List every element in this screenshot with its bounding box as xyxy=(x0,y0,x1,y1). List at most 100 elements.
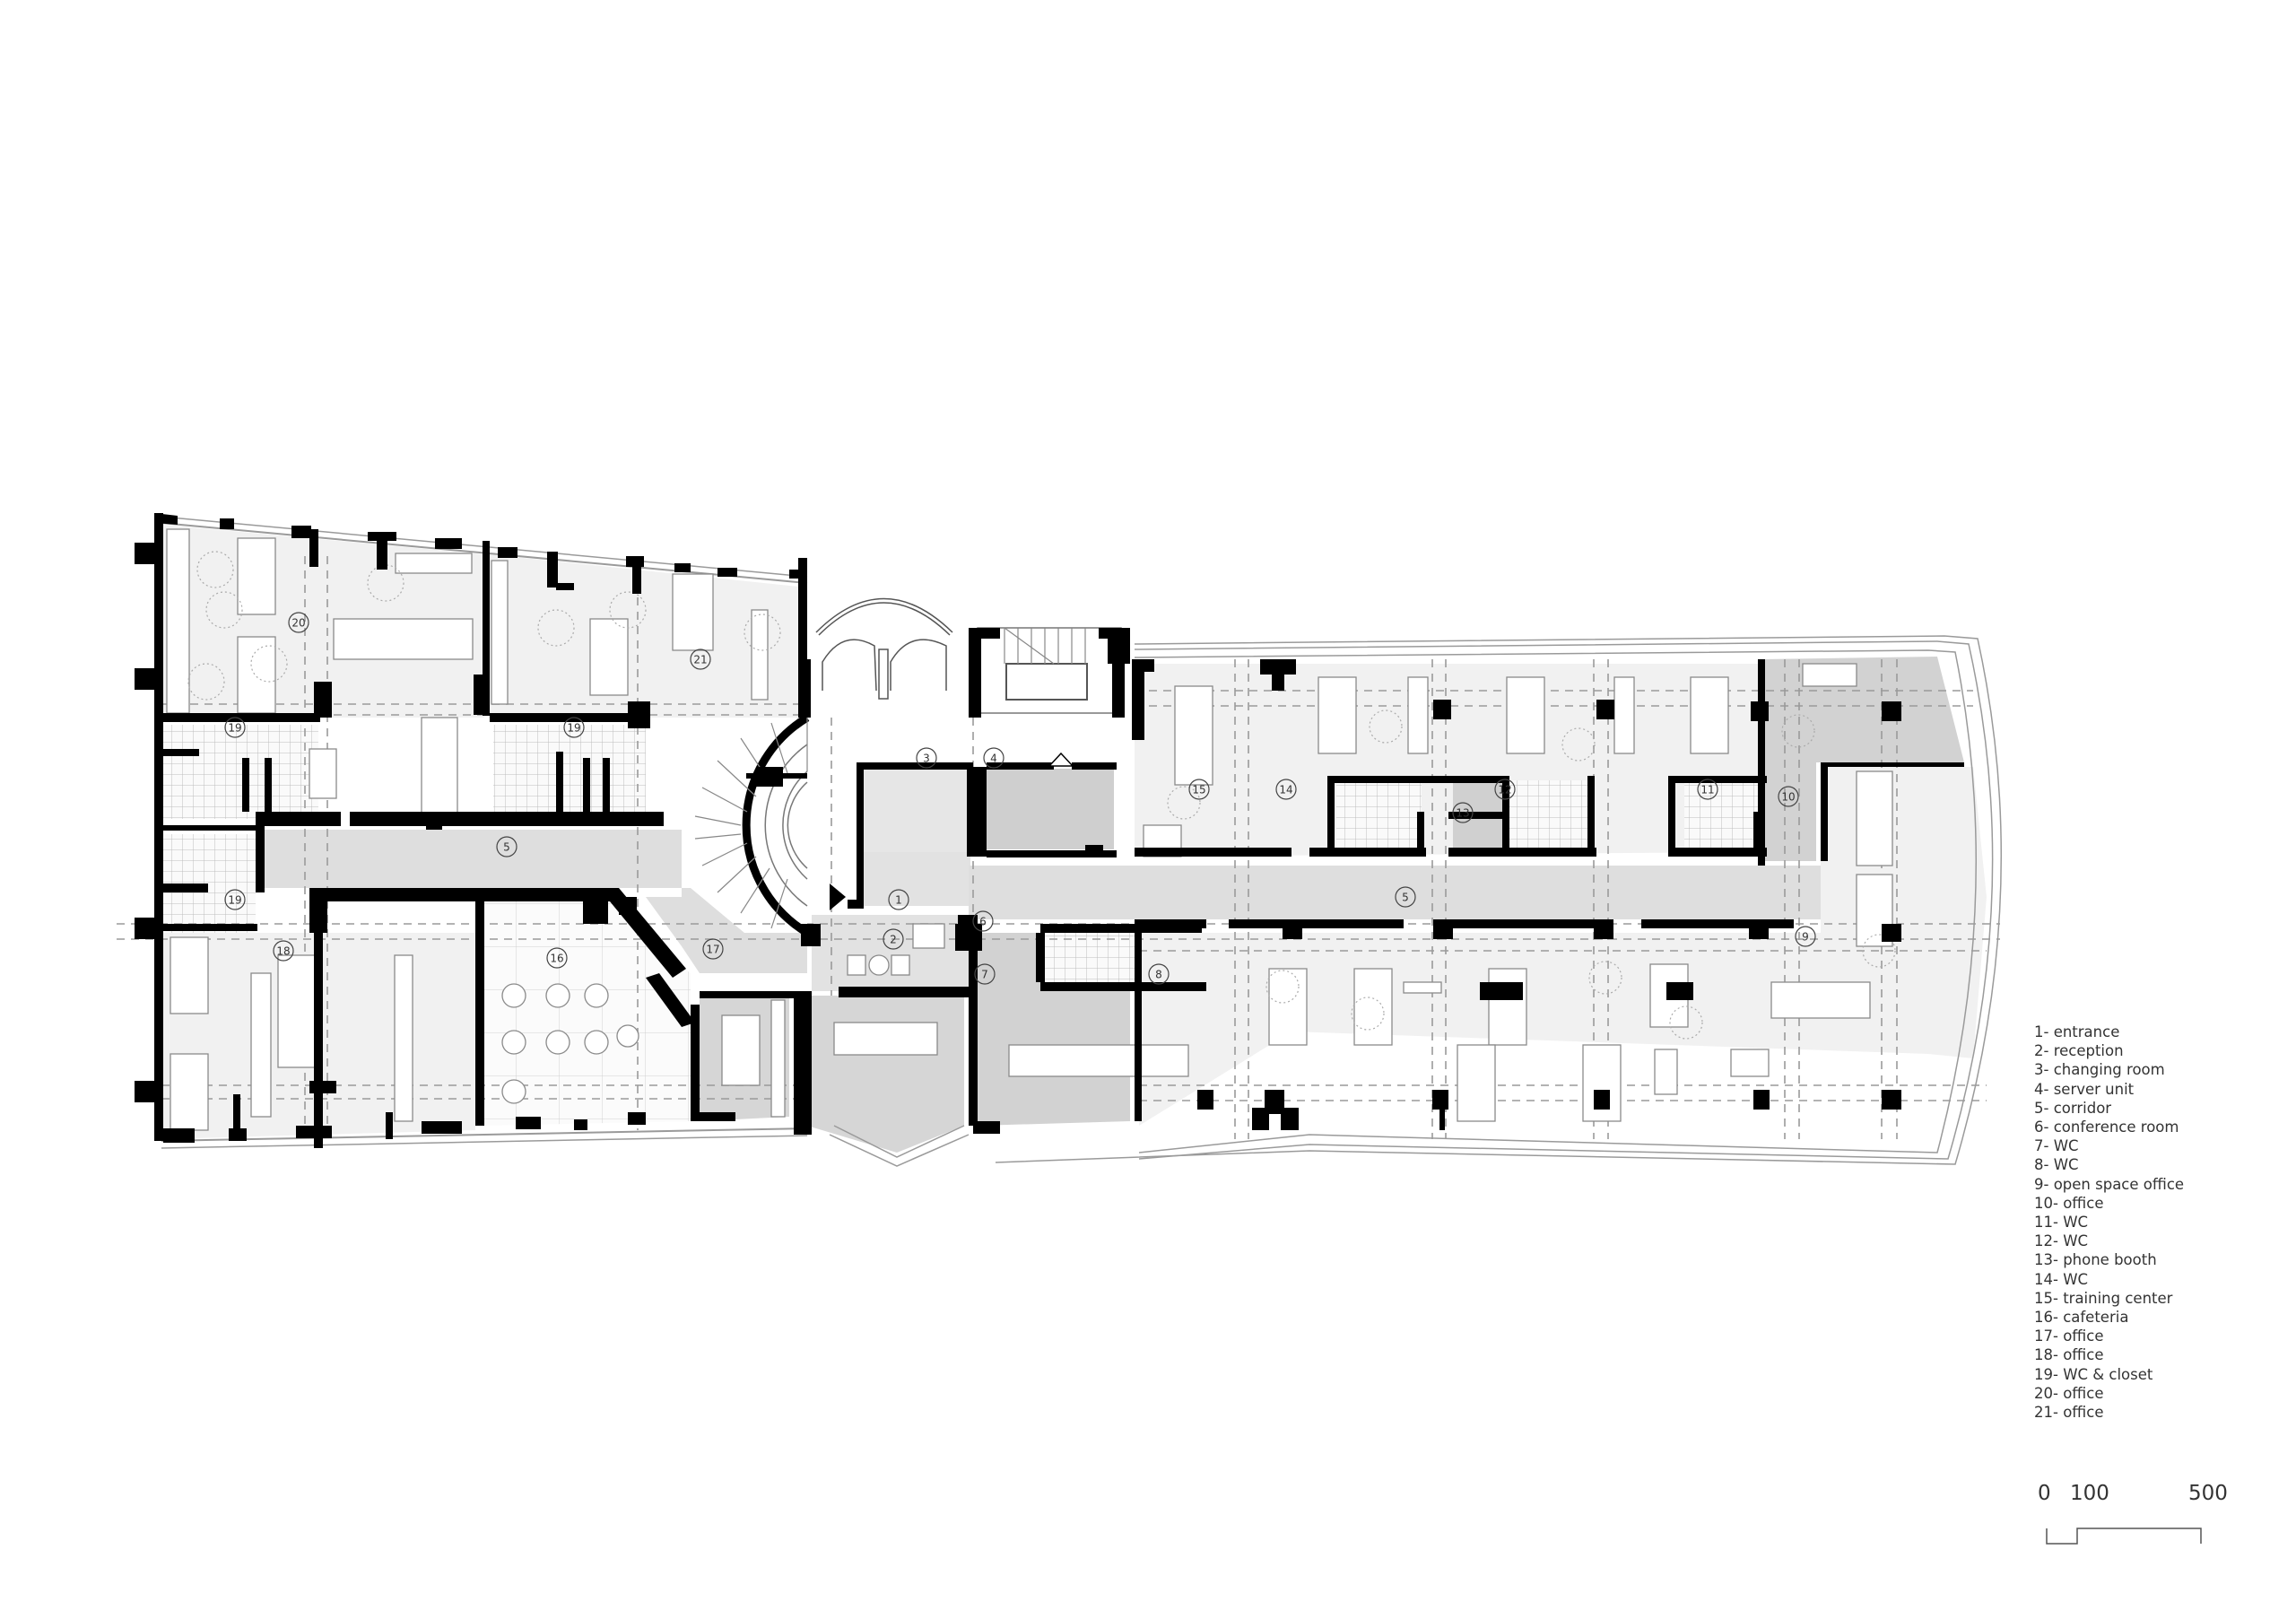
entrance-arrow-icon xyxy=(830,883,846,910)
svg-text:5: 5 xyxy=(1402,892,1409,904)
scale-label-0: 0 xyxy=(2038,1482,2051,1505)
legend-item-21: 21- office xyxy=(2034,1404,2104,1422)
corridor-west-floor xyxy=(256,830,807,973)
room-7-floor xyxy=(1040,933,1139,987)
room-marker-5b: 5 xyxy=(1395,886,1416,908)
room-marker-1: 1 xyxy=(888,889,909,910)
room-marker-11: 11 xyxy=(1697,779,1718,800)
room-16-floor xyxy=(484,897,691,1126)
svg-text:16: 16 xyxy=(550,953,563,965)
svg-text:4: 4 xyxy=(990,753,997,765)
svg-text:2: 2 xyxy=(890,934,897,946)
room-marker-19b: 19 xyxy=(563,717,585,738)
legend-item-3: 3- changing room xyxy=(2034,1061,2165,1079)
svg-text:15: 15 xyxy=(1192,784,1205,796)
legend-item-17: 17- office xyxy=(2034,1327,2104,1345)
room-marker-10: 10 xyxy=(1778,786,1799,807)
room-marker-13: 13 xyxy=(1452,802,1474,823)
room-marker-17: 17 xyxy=(702,938,724,960)
room-marker-3: 3 xyxy=(916,747,937,769)
room-marker-19c: 19 xyxy=(224,889,246,910)
room-marker-4: 4 xyxy=(983,747,1004,769)
scale-bar-line xyxy=(2046,1528,2202,1545)
svg-text:8: 8 xyxy=(1155,969,1162,981)
legend-item-4: 4- server unit xyxy=(2034,1080,2135,1098)
svg-text:7: 7 xyxy=(981,969,988,981)
svg-text:3: 3 xyxy=(923,753,930,765)
svg-text:14: 14 xyxy=(1279,784,1292,796)
room-marker-8: 8 xyxy=(1148,963,1170,985)
legend-item-11: 11- WC xyxy=(2034,1214,2089,1232)
legend-item-7: 7- WC xyxy=(2034,1137,2079,1155)
room-marker-18: 18 xyxy=(273,940,294,962)
legend-item-13: 13- phone booth xyxy=(2034,1251,2157,1269)
room-marker-16: 16 xyxy=(546,947,568,969)
circulation-circles xyxy=(187,551,1896,1040)
svg-text:19: 19 xyxy=(567,722,580,735)
room-marker-2: 2 xyxy=(883,928,904,950)
room-1-floor xyxy=(858,852,970,906)
svg-text:18: 18 xyxy=(276,945,290,958)
room-marker-20: 20 xyxy=(288,612,309,633)
conference-south-floor xyxy=(807,996,964,1153)
legend-item-6: 6- conference room xyxy=(2034,1119,2179,1136)
scale-label-100: 100 xyxy=(2070,1482,2109,1505)
legend-item-20: 20- office xyxy=(2034,1384,2104,1402)
svg-text:11: 11 xyxy=(1700,784,1714,796)
room-4-floor xyxy=(987,769,1114,849)
room-21-floor xyxy=(489,554,807,718)
room-19b-floor xyxy=(493,725,646,819)
legend-item-12: 12- WC xyxy=(2034,1232,2089,1250)
walls xyxy=(135,513,1964,1148)
room-marker-5a: 5 xyxy=(496,836,517,857)
svg-text:19: 19 xyxy=(228,894,241,907)
svg-text:6: 6 xyxy=(979,916,987,928)
scale-label-500: 500 xyxy=(2188,1482,2228,1505)
legend-item-1: 1- entrance xyxy=(2034,1023,2120,1040)
legend-item-2: 2- reception xyxy=(2034,1042,2124,1060)
svg-text:17: 17 xyxy=(706,944,719,956)
room-9-floor xyxy=(1139,767,1987,1126)
legend-item-16: 16- cafeteria xyxy=(2034,1309,2129,1327)
svg-text:13: 13 xyxy=(1456,807,1469,820)
room-marker-19a: 19 xyxy=(224,717,246,738)
svg-text:1: 1 xyxy=(895,894,902,907)
corridor-east-floor xyxy=(969,866,1830,919)
spiral-staircase xyxy=(694,714,810,936)
legend-item-18: 18- office xyxy=(2034,1346,2104,1364)
svg-text:19: 19 xyxy=(228,722,241,735)
svg-text:20: 20 xyxy=(291,617,305,630)
legend-item-9: 9- open space office xyxy=(2034,1175,2185,1193)
room-14-floor xyxy=(1336,780,1422,852)
furniture xyxy=(166,528,1893,1131)
room-marker-14: 14 xyxy=(1275,779,1297,800)
room-marker-15: 15 xyxy=(1188,779,1210,800)
room-marker-6: 6 xyxy=(972,910,994,932)
facade-lines xyxy=(161,516,2002,1167)
svg-text:12: 12 xyxy=(1498,784,1511,796)
legend-item-10: 10- office xyxy=(2034,1194,2104,1212)
svg-text:21: 21 xyxy=(693,654,707,666)
legend-item-14: 14- WC xyxy=(2034,1270,2089,1288)
room-marker-9: 9 xyxy=(1795,926,1816,947)
legend-item-15: 15- training center xyxy=(2034,1289,2173,1307)
svg-text:5: 5 xyxy=(503,841,510,854)
scale-bar: 0 100 500 xyxy=(2034,1482,2267,1554)
server-unit-icon xyxy=(1048,752,1074,767)
legend-item-19: 19- WC & closet xyxy=(2034,1365,2153,1383)
room-3-floor xyxy=(859,769,967,852)
room-19a-floor xyxy=(161,725,318,819)
svg-text:9: 9 xyxy=(1802,931,1809,944)
legend-item-5: 5- corridor xyxy=(2034,1099,2112,1117)
room-12-floor xyxy=(1509,780,1594,852)
room-marker-7: 7 xyxy=(974,963,996,985)
legend-item-8: 8- WC xyxy=(2034,1156,2079,1174)
room-11-floor xyxy=(1684,780,1765,852)
room-10-floor xyxy=(1762,657,1964,861)
room-marker-12: 12 xyxy=(1494,779,1516,800)
room-2-floor xyxy=(812,915,969,991)
room-marker-21: 21 xyxy=(690,648,711,670)
